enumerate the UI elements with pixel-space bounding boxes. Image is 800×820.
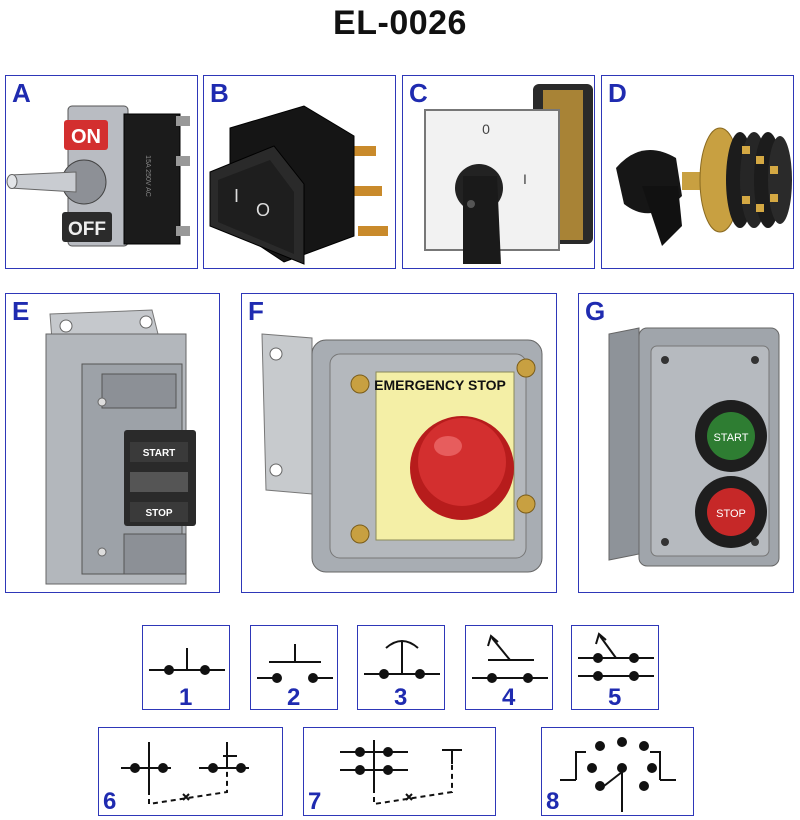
dial-position-zero: 0 xyxy=(482,121,490,137)
panel-letter-f: F xyxy=(248,296,264,326)
pushbutton-box-illustration: START STOP xyxy=(608,327,780,567)
panel-d-rotary-switch: D xyxy=(601,75,794,269)
symbol-1-box: 1 xyxy=(142,625,230,711)
rating-label: 15A 250V AC xyxy=(144,155,151,197)
symbol-8-diagram xyxy=(560,737,676,812)
symbol-7-number: 7 xyxy=(308,788,322,815)
toggle-switch-illustration: ON OFF 15A 250V AC xyxy=(6,105,190,247)
symbol-3-diagram xyxy=(364,640,440,679)
symbol-2-diagram xyxy=(257,644,333,683)
panel-letter-c: C xyxy=(409,78,428,108)
box-g-start-label: START xyxy=(713,432,748,444)
symbol-7-box: 7 xyxy=(303,727,496,816)
dial-position-one: I xyxy=(523,171,527,187)
panel-f-emergency-stop: EMERGENCY STOP F xyxy=(241,293,557,593)
panel-letter-b: B xyxy=(210,78,229,108)
panel-b-rocker-switch: I O B xyxy=(203,75,396,269)
station-e-start-label: START xyxy=(143,448,176,459)
start-stop-station-illustration: START STOP xyxy=(45,309,196,585)
symbol-4-number: 4 xyxy=(502,684,516,711)
symbol-4-box: 4 xyxy=(465,625,553,711)
rocker-off-mark: O xyxy=(256,200,270,220)
symbol-8-number: 8 xyxy=(546,788,560,815)
toggle-off-label: OFF xyxy=(68,219,106,240)
symbol-4-diagram xyxy=(472,634,548,683)
symbol-2-number: 2 xyxy=(287,684,301,711)
panel-letter-g: G xyxy=(585,296,606,326)
symbol-5-box: 5 xyxy=(571,625,659,711)
page-title: EL-0026 xyxy=(333,4,467,42)
switch-decks xyxy=(726,132,792,228)
symbol-6-number: 6 xyxy=(103,788,117,815)
symbol-3-box: 3 xyxy=(357,625,445,711)
box-g-stop-label: STOP xyxy=(716,508,746,520)
panel-a-toggle-switch: ON OFF 15A 250V AC A xyxy=(5,75,198,269)
panel-letter-e: E xyxy=(12,296,30,326)
rotary-switch-illustration xyxy=(616,127,792,246)
rocker-on-mark: I xyxy=(234,186,239,206)
emergency-stop-sign: EMERGENCY STOP xyxy=(374,377,506,393)
emergency-stop-illustration: EMERGENCY STOP xyxy=(261,333,543,573)
symbol-2-box: 2 xyxy=(250,625,338,711)
symbol-6-diagram xyxy=(121,742,249,806)
symbol-5-diagram xyxy=(578,632,654,681)
panel-g-pushbutton-box: START STOP G xyxy=(578,293,794,593)
panel-letter-d: D xyxy=(608,78,627,108)
symbol-7-diagram xyxy=(340,740,462,806)
symbol-1-number: 1 xyxy=(179,684,193,711)
panel-letter-a: A xyxy=(12,78,31,108)
symbol-8-box: 8 xyxy=(541,727,694,816)
panel-e-start-stop-station: START STOP E xyxy=(5,293,220,593)
symbol-1-diagram xyxy=(149,648,225,675)
symbol-5-number: 5 xyxy=(608,684,622,711)
panel-c-cam-switch: 0 I C xyxy=(402,75,595,269)
rocker-switch-illustration: I O xyxy=(209,105,388,265)
symbol-6-box: 6 xyxy=(98,727,283,816)
symbol-3-number: 3 xyxy=(394,684,408,711)
station-e-stop-label: STOP xyxy=(145,508,172,519)
cam-switch-illustration: 0 I xyxy=(424,84,593,264)
toggle-on-label: ON xyxy=(71,126,101,148)
